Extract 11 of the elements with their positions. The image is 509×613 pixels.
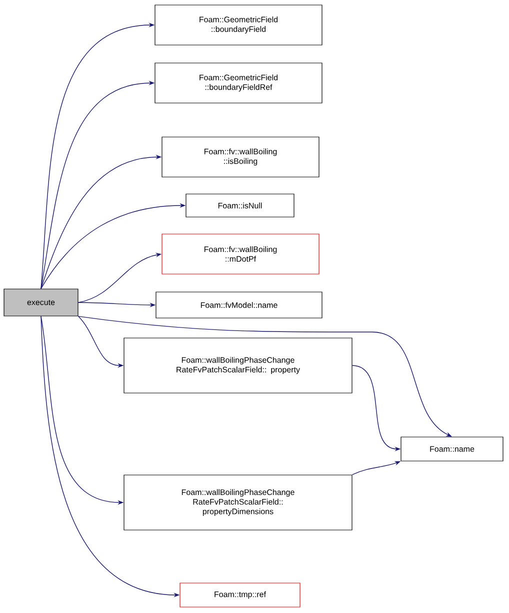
- function-box: execute: [4, 288, 78, 316]
- function-box: Foam::isNull: [186, 194, 294, 218]
- function-box: Foam::wallBoilingPhaseChange RateFvPatchScalarField:: property: [124, 338, 352, 394]
- function-box: Foam::fv::wallBoiling ::isBoiling: [162, 136, 320, 178]
- function-box: Foam::GeometricField ::boundaryField: [154, 4, 322, 46]
- function-box: Foam::name: [400, 436, 504, 462]
- function-box: Foam::wallBoilingPhaseChange RateFvPatchScalarField:: propertyDimensions: [124, 474, 352, 530]
- function-box: Foam::GeometricField ::boundaryFieldRef: [154, 62, 322, 104]
- function-box: Foam::fvModel::name: [156, 292, 322, 318]
- function-box: Foam::fv::wallBoiling ::mDotPf: [162, 234, 320, 274]
- function-box: Foam::tmp::ref: [180, 582, 300, 608]
